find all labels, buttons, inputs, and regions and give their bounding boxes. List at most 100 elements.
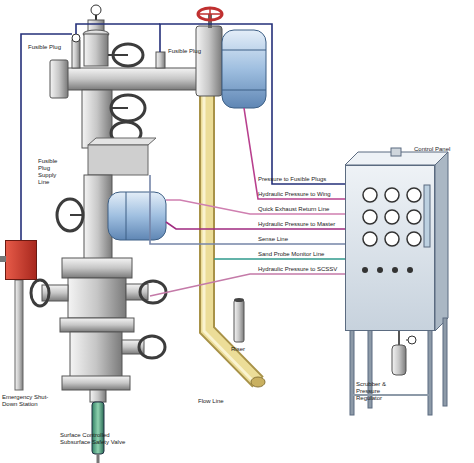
- panel-gauge: [363, 188, 377, 202]
- sand-probe-line: [214, 258, 345, 260]
- part-label: Flow Line: [198, 398, 224, 405]
- handwheel: [139, 336, 165, 358]
- panel-vent: [391, 148, 401, 156]
- hydraulic-block: [88, 145, 148, 175]
- handwheel: [140, 281, 166, 303]
- flange: [62, 376, 130, 390]
- panel-gauge: [363, 210, 377, 224]
- wing-pipe: [58, 68, 200, 90]
- panel-leg: [350, 330, 354, 415]
- handwheel-spoke: [209, 8, 211, 20]
- handwheel: [113, 44, 143, 66]
- casing-pipe: [90, 390, 106, 402]
- panel-side: [435, 152, 448, 331]
- esd-pole: [15, 280, 23, 390]
- handwheel: [31, 280, 49, 306]
- scrubber: [392, 345, 406, 375]
- swab-valve-body: [84, 34, 108, 66]
- panel-leg: [443, 318, 447, 406]
- quick-exhaust-line: [166, 200, 345, 214]
- flow-line-end: [251, 377, 265, 387]
- node-title: Emergency Shut-Down Station: [2, 394, 54, 408]
- panel-leg: [428, 330, 432, 415]
- valve-stem: [108, 54, 128, 56]
- scssv-body: [92, 402, 104, 454]
- node-title: Control Panel: [414, 146, 450, 153]
- left-wing-valve: [50, 60, 68, 98]
- sight-glass: [424, 185, 430, 247]
- line-label: Pressure to Fusible Plugs: [258, 176, 326, 183]
- flange: [60, 318, 134, 332]
- esd-knob: [0, 256, 6, 262]
- handwheel: [111, 95, 145, 121]
- part-label: Fusible Plug: [28, 44, 61, 51]
- panel-gauge: [363, 232, 377, 246]
- wing-pressure-line: [244, 108, 345, 199]
- panel-gauge: [385, 210, 399, 224]
- wing-valve-body: [196, 26, 222, 96]
- line-label: Quick Exhaust Return Line: [258, 206, 329, 213]
- valve-stem: [208, 14, 212, 28]
- casing-head: [70, 332, 122, 377]
- tubing: [97, 454, 100, 463]
- control-panel: Control Panel: [345, 165, 435, 331]
- panel-top: [345, 152, 448, 165]
- red-handwheel: [198, 8, 222, 20]
- fusible-pressure-line: [160, 24, 345, 184]
- line-label: Hydraulic Pressure to SCSSV: [258, 266, 337, 273]
- handwheel: [111, 122, 141, 144]
- flange: [83, 30, 109, 38]
- line-label: Hydraulic Pressure to Master: [258, 221, 335, 228]
- master-actuator: [108, 192, 166, 240]
- panel-gauge: [407, 232, 421, 246]
- valve-stem: [112, 107, 128, 109]
- panel-gauge: [407, 210, 421, 224]
- wing-actuator: [222, 30, 266, 108]
- panel-knob: [407, 267, 413, 273]
- part-label: Scrubber & Pressure Regulator: [356, 381, 392, 402]
- actuator-band: [222, 90, 266, 91]
- side-outlet: [122, 340, 144, 354]
- esd-station: Emergency Shut-Down Station: [5, 240, 37, 280]
- panel-knob: [377, 267, 383, 273]
- side-outlet: [42, 285, 68, 301]
- flange: [62, 258, 132, 278]
- block-top: [88, 138, 156, 145]
- valve-stem: [70, 214, 84, 216]
- panel-gauge: [385, 232, 399, 246]
- panel-gauge: [385, 188, 399, 202]
- part-label: Riser: [231, 346, 245, 353]
- handwheel: [57, 199, 83, 231]
- riser-cap: [234, 298, 244, 302]
- lower-master-valve: [84, 175, 112, 260]
- pressure-gauge: [72, 34, 80, 42]
- side-outlet: [126, 284, 148, 300]
- tubing-head: [68, 278, 126, 318]
- part-label: Surface Controlled Subsurface Safety Val…: [60, 432, 134, 446]
- panel-knob: [392, 267, 398, 273]
- part-label: Fusible Plug: [168, 48, 201, 55]
- riser-body: [234, 300, 244, 342]
- line-label: Fusible Plug Supply Line: [38, 158, 68, 186]
- regulator-pipe: [398, 331, 400, 345]
- flow-line-pipe: [207, 95, 258, 382]
- fusible-plug-supply-line: [21, 34, 72, 240]
- tree-cap: [88, 20, 104, 34]
- gauge-stem: [406, 340, 408, 341]
- pressure-gauge: [91, 5, 101, 15]
- panel-knob: [362, 267, 368, 273]
- line-label: Sand Probe Monitor Line: [258, 251, 324, 258]
- handwheel-spoke: [198, 13, 222, 15]
- fusible-plug: [156, 52, 165, 68]
- scssv-pressure-line: [150, 274, 345, 296]
- fusible-pressure-line: [76, 24, 160, 34]
- regulator-gauge: [408, 336, 416, 344]
- upper-master-valve: [82, 90, 112, 148]
- actuator-band: [222, 50, 266, 51]
- line-label: Sense Line: [258, 236, 288, 243]
